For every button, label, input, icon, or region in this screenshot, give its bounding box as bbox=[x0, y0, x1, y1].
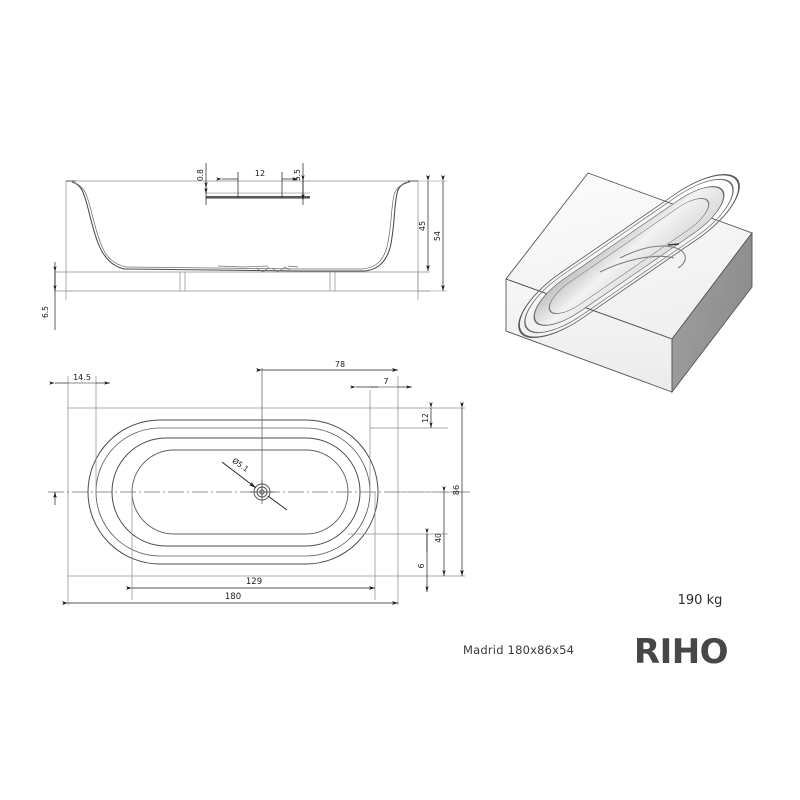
dim-label-6: 6 bbox=[417, 563, 426, 568]
tub-section-profile bbox=[71, 181, 411, 272]
dim-label-40: 40 bbox=[434, 533, 443, 543]
dim-rim-thickness: 0.8 bbox=[196, 163, 208, 205]
iso-rim-inner bbox=[524, 178, 734, 334]
dim-label-45: 45 bbox=[418, 221, 427, 231]
dim-inner-half-width: 40 bbox=[434, 486, 446, 576]
dim-rim-edge-offset: 7 bbox=[350, 377, 412, 389]
diameter-leader-tail bbox=[267, 495, 288, 511]
plan-drain bbox=[250, 480, 274, 504]
diameter-leader bbox=[221, 461, 257, 489]
weight-label: 190 kg bbox=[677, 593, 723, 608]
iso-rim-outer bbox=[518, 174, 740, 338]
dim-label-78: 78 bbox=[335, 360, 345, 369]
iso-bowl-group bbox=[518, 174, 740, 338]
dim-label-0-8: 0.8 bbox=[196, 169, 205, 181]
top-plan-view: Ø5.1 14.5 78 bbox=[48, 360, 470, 605]
plan-rim-inner bbox=[95, 427, 371, 557]
dim-label-54: 54 bbox=[433, 231, 442, 241]
model-title: Madrid 180x86x54 bbox=[463, 643, 575, 657]
dim-rim-offset: 5.5 bbox=[293, 163, 305, 205]
dim-label-5-5: 5.5 bbox=[293, 169, 302, 181]
dim-overall-width: 86 bbox=[452, 402, 464, 576]
dim-label-12: 12 bbox=[255, 169, 265, 178]
riho-logo: RIHO bbox=[633, 632, 729, 672]
dim-overflow-width: 12 bbox=[216, 169, 298, 198]
iso-bowl-floor bbox=[548, 197, 710, 315]
base-texture-detail bbox=[217, 265, 299, 273]
dim-top-edge-offset: 12 bbox=[421, 402, 433, 428]
dim-label-12-plan: 12 bbox=[421, 413, 430, 423]
front-section-view: 0.8 12 5.5 45 54 bbox=[41, 163, 447, 330]
dim-inner-length: 129 bbox=[126, 577, 375, 590]
iso-bowl-wall bbox=[533, 186, 725, 326]
dim-label-180: 180 bbox=[225, 592, 241, 602]
tub-section-inner-line bbox=[74, 182, 408, 270]
isometric-view bbox=[505, 172, 753, 394]
dim-foot-height: 6.5 bbox=[41, 262, 57, 330]
section-extension-lines bbox=[55, 180, 430, 300]
dim-total-height: 54 bbox=[418, 175, 447, 292]
overflow-detail bbox=[206, 192, 310, 199]
dim-bottom-edge-offset: 6 bbox=[417, 528, 429, 592]
dim-label-7: 7 bbox=[383, 377, 388, 386]
dim-label-86: 86 bbox=[452, 485, 461, 495]
dim-label-14-5: 14.5 bbox=[73, 373, 91, 382]
dim-label-129: 129 bbox=[246, 577, 262, 587]
iso-drain-mark bbox=[667, 243, 680, 246]
dim-drain-from-right: 78 bbox=[256, 360, 398, 372]
dim-label-6-5: 6.5 bbox=[41, 306, 50, 318]
dim-left-offset: 14.5 bbox=[49, 373, 110, 385]
dim-inner-depth: 45 bbox=[418, 175, 430, 271]
iso-ledge-detail bbox=[599, 245, 686, 273]
dim-drain-diameter: Ø5.1 bbox=[221, 456, 288, 511]
dim-overall-length: 180 bbox=[62, 592, 398, 605]
iso-side-face bbox=[671, 231, 753, 394]
